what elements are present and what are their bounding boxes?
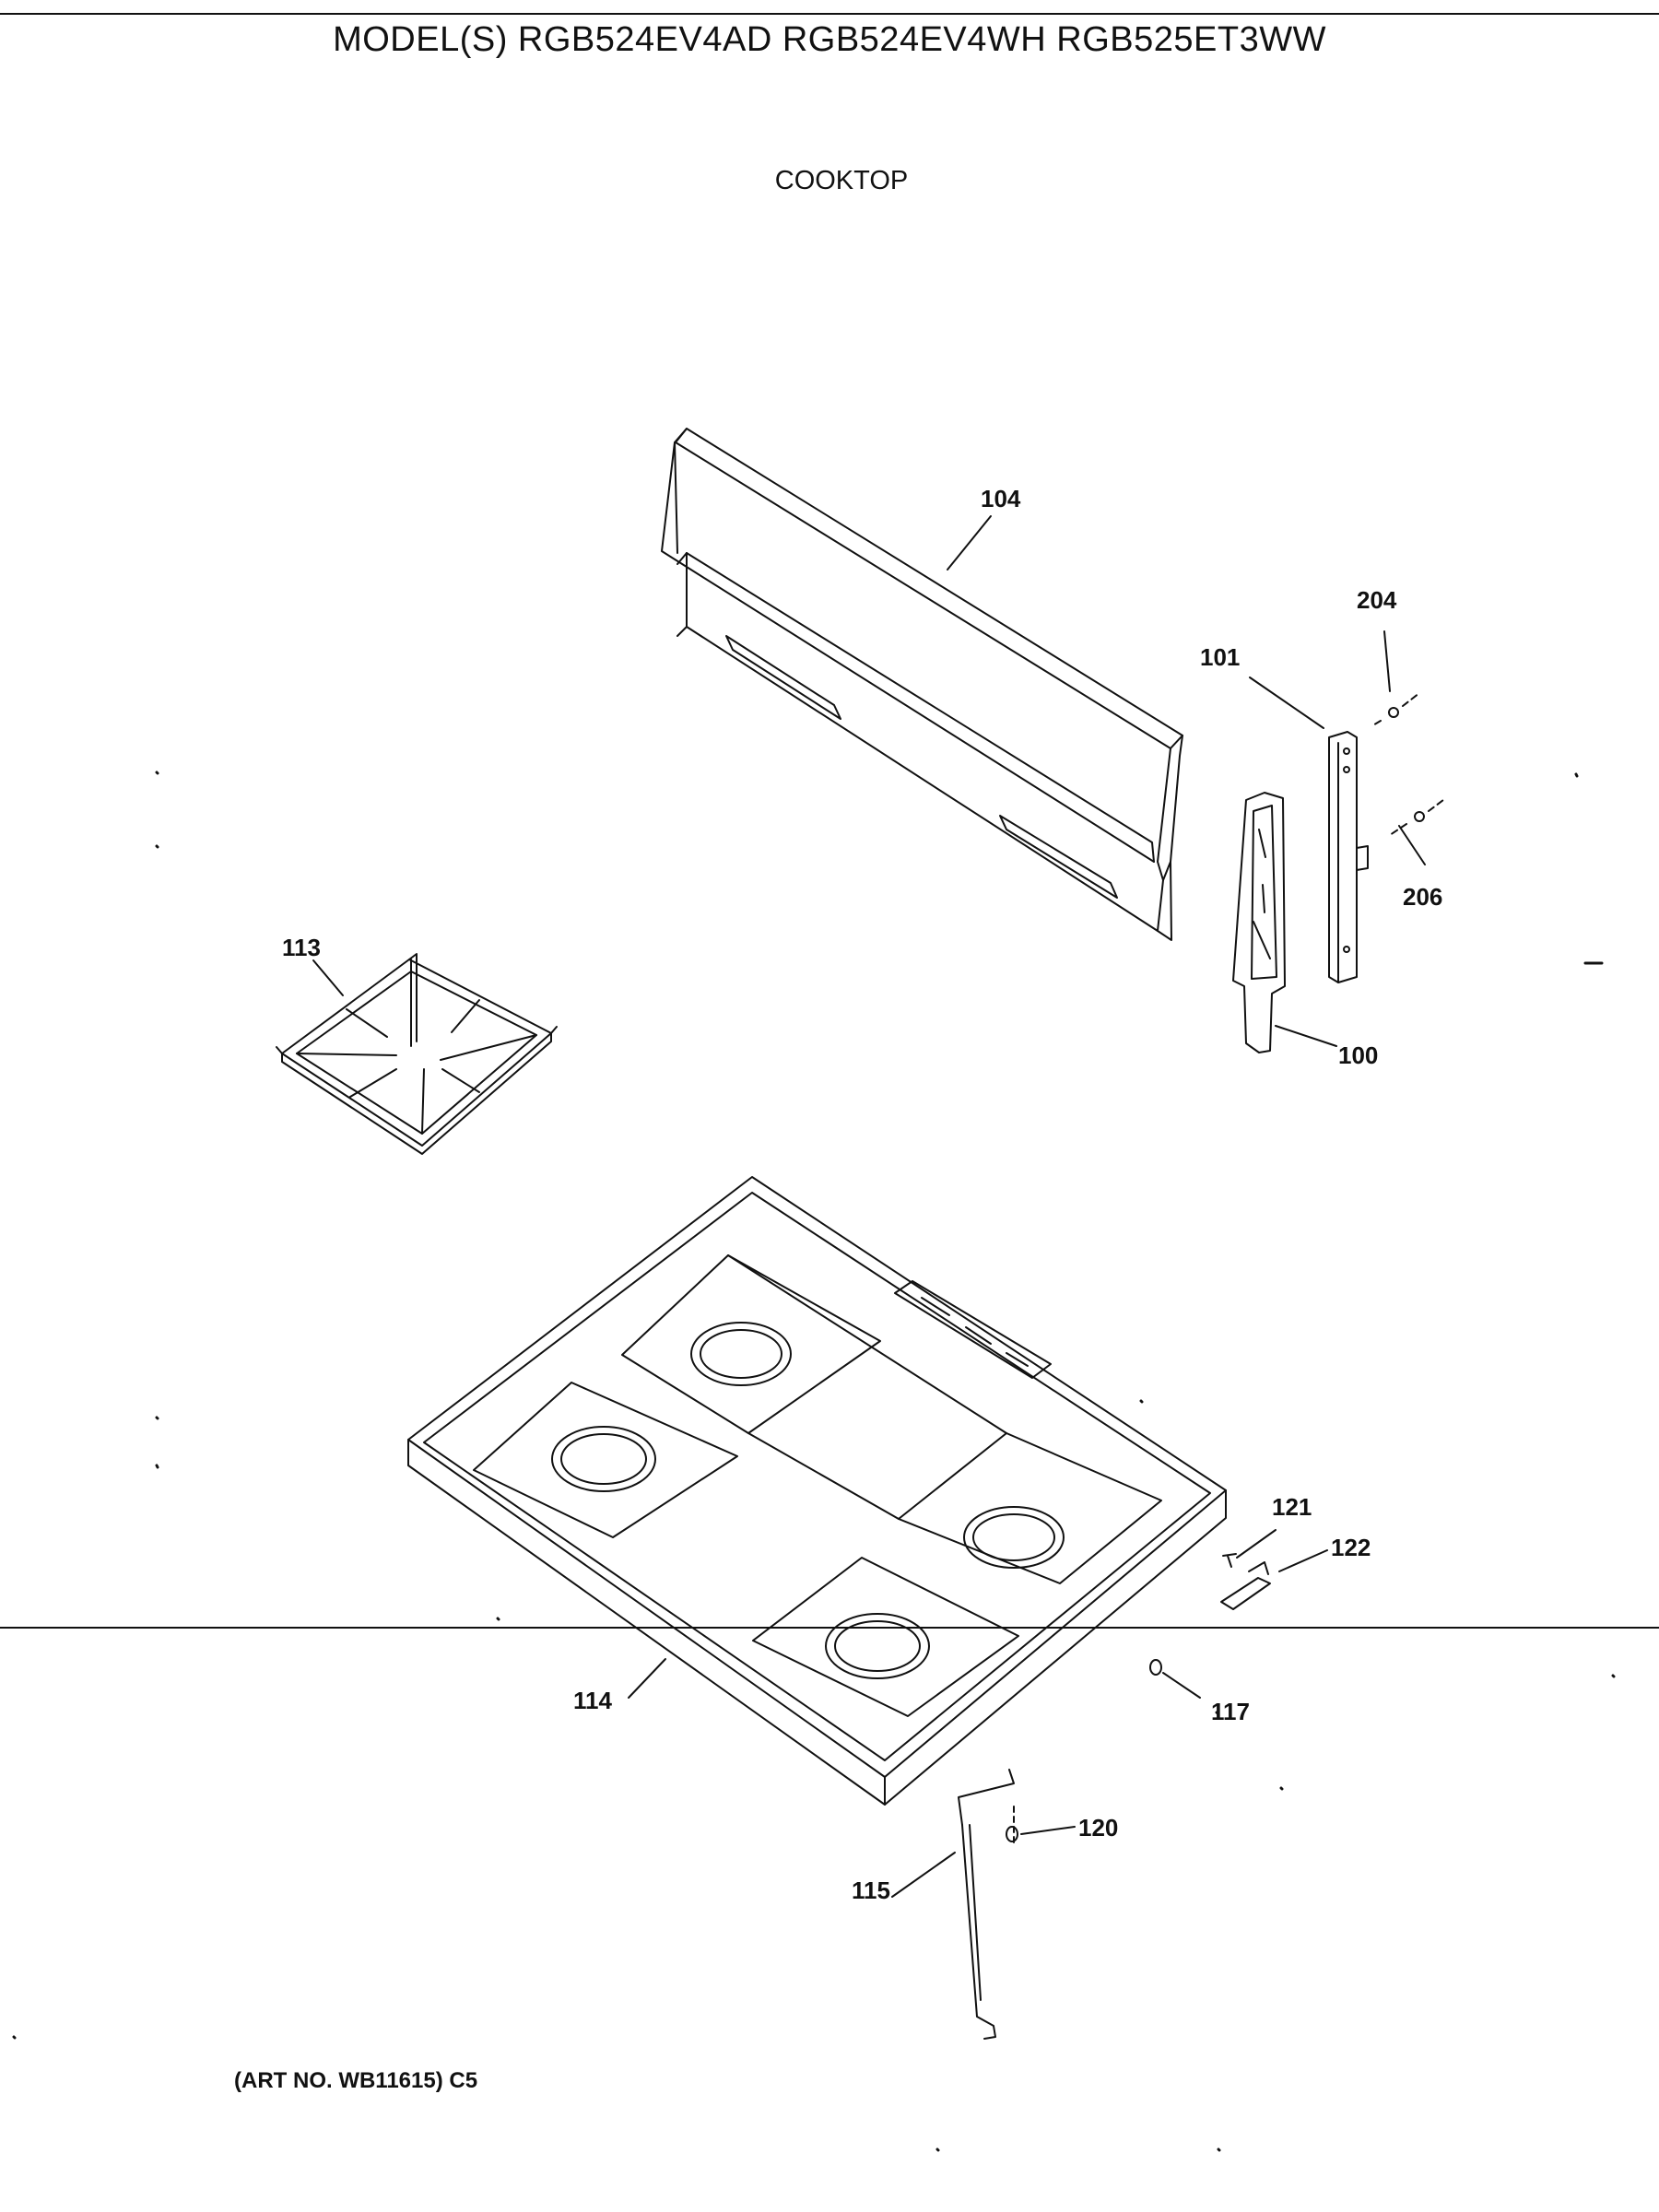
callout-100: 100 [1338, 1041, 1379, 1069]
cooktop-114 [408, 1177, 1226, 1805]
burner-grate-113 [276, 954, 557, 1154]
part-117 [1150, 1660, 1161, 1675]
bracket-101 [1329, 732, 1368, 982]
art-number: (ART NO. WB11615) C5 [234, 2068, 478, 2093]
screw-204 [1371, 693, 1419, 726]
page-title: MODEL(S) RGB524EV4AD RGB524EV4WH RGB525E… [333, 20, 1326, 59]
side-trim-100 [1233, 793, 1285, 1053]
callout-122: 122 [1331, 1534, 1371, 1561]
screw-206 [1390, 800, 1443, 835]
callout-204: 204 [1357, 586, 1397, 614]
callout-121: 121 [1272, 1493, 1312, 1521]
callout-113: 113 [282, 934, 321, 961]
top-rule [0, 13, 1659, 15]
callout-114: 114 [573, 1687, 612, 1714]
leader-lines [313, 516, 1425, 1897]
stray-marks [14, 772, 1614, 2150]
callout-117: 117 [1211, 1698, 1250, 1725]
callout-104: 104 [981, 485, 1021, 512]
rod-115 [959, 1770, 1014, 2039]
callout-115: 115 [852, 1877, 890, 1904]
backsplash-panel-104 [662, 429, 1182, 940]
nut-120 [1006, 1806, 1018, 1845]
screw-121 [1223, 1554, 1236, 1567]
callout-206: 206 [1403, 883, 1443, 911]
bracket-122 [1221, 1562, 1270, 1609]
callout-120: 120 [1078, 1814, 1119, 1841]
section-subtitle: COOKTOP [774, 166, 909, 195]
callout-101: 101 [1200, 643, 1241, 671]
mid-rule [0, 1627, 1659, 1629]
